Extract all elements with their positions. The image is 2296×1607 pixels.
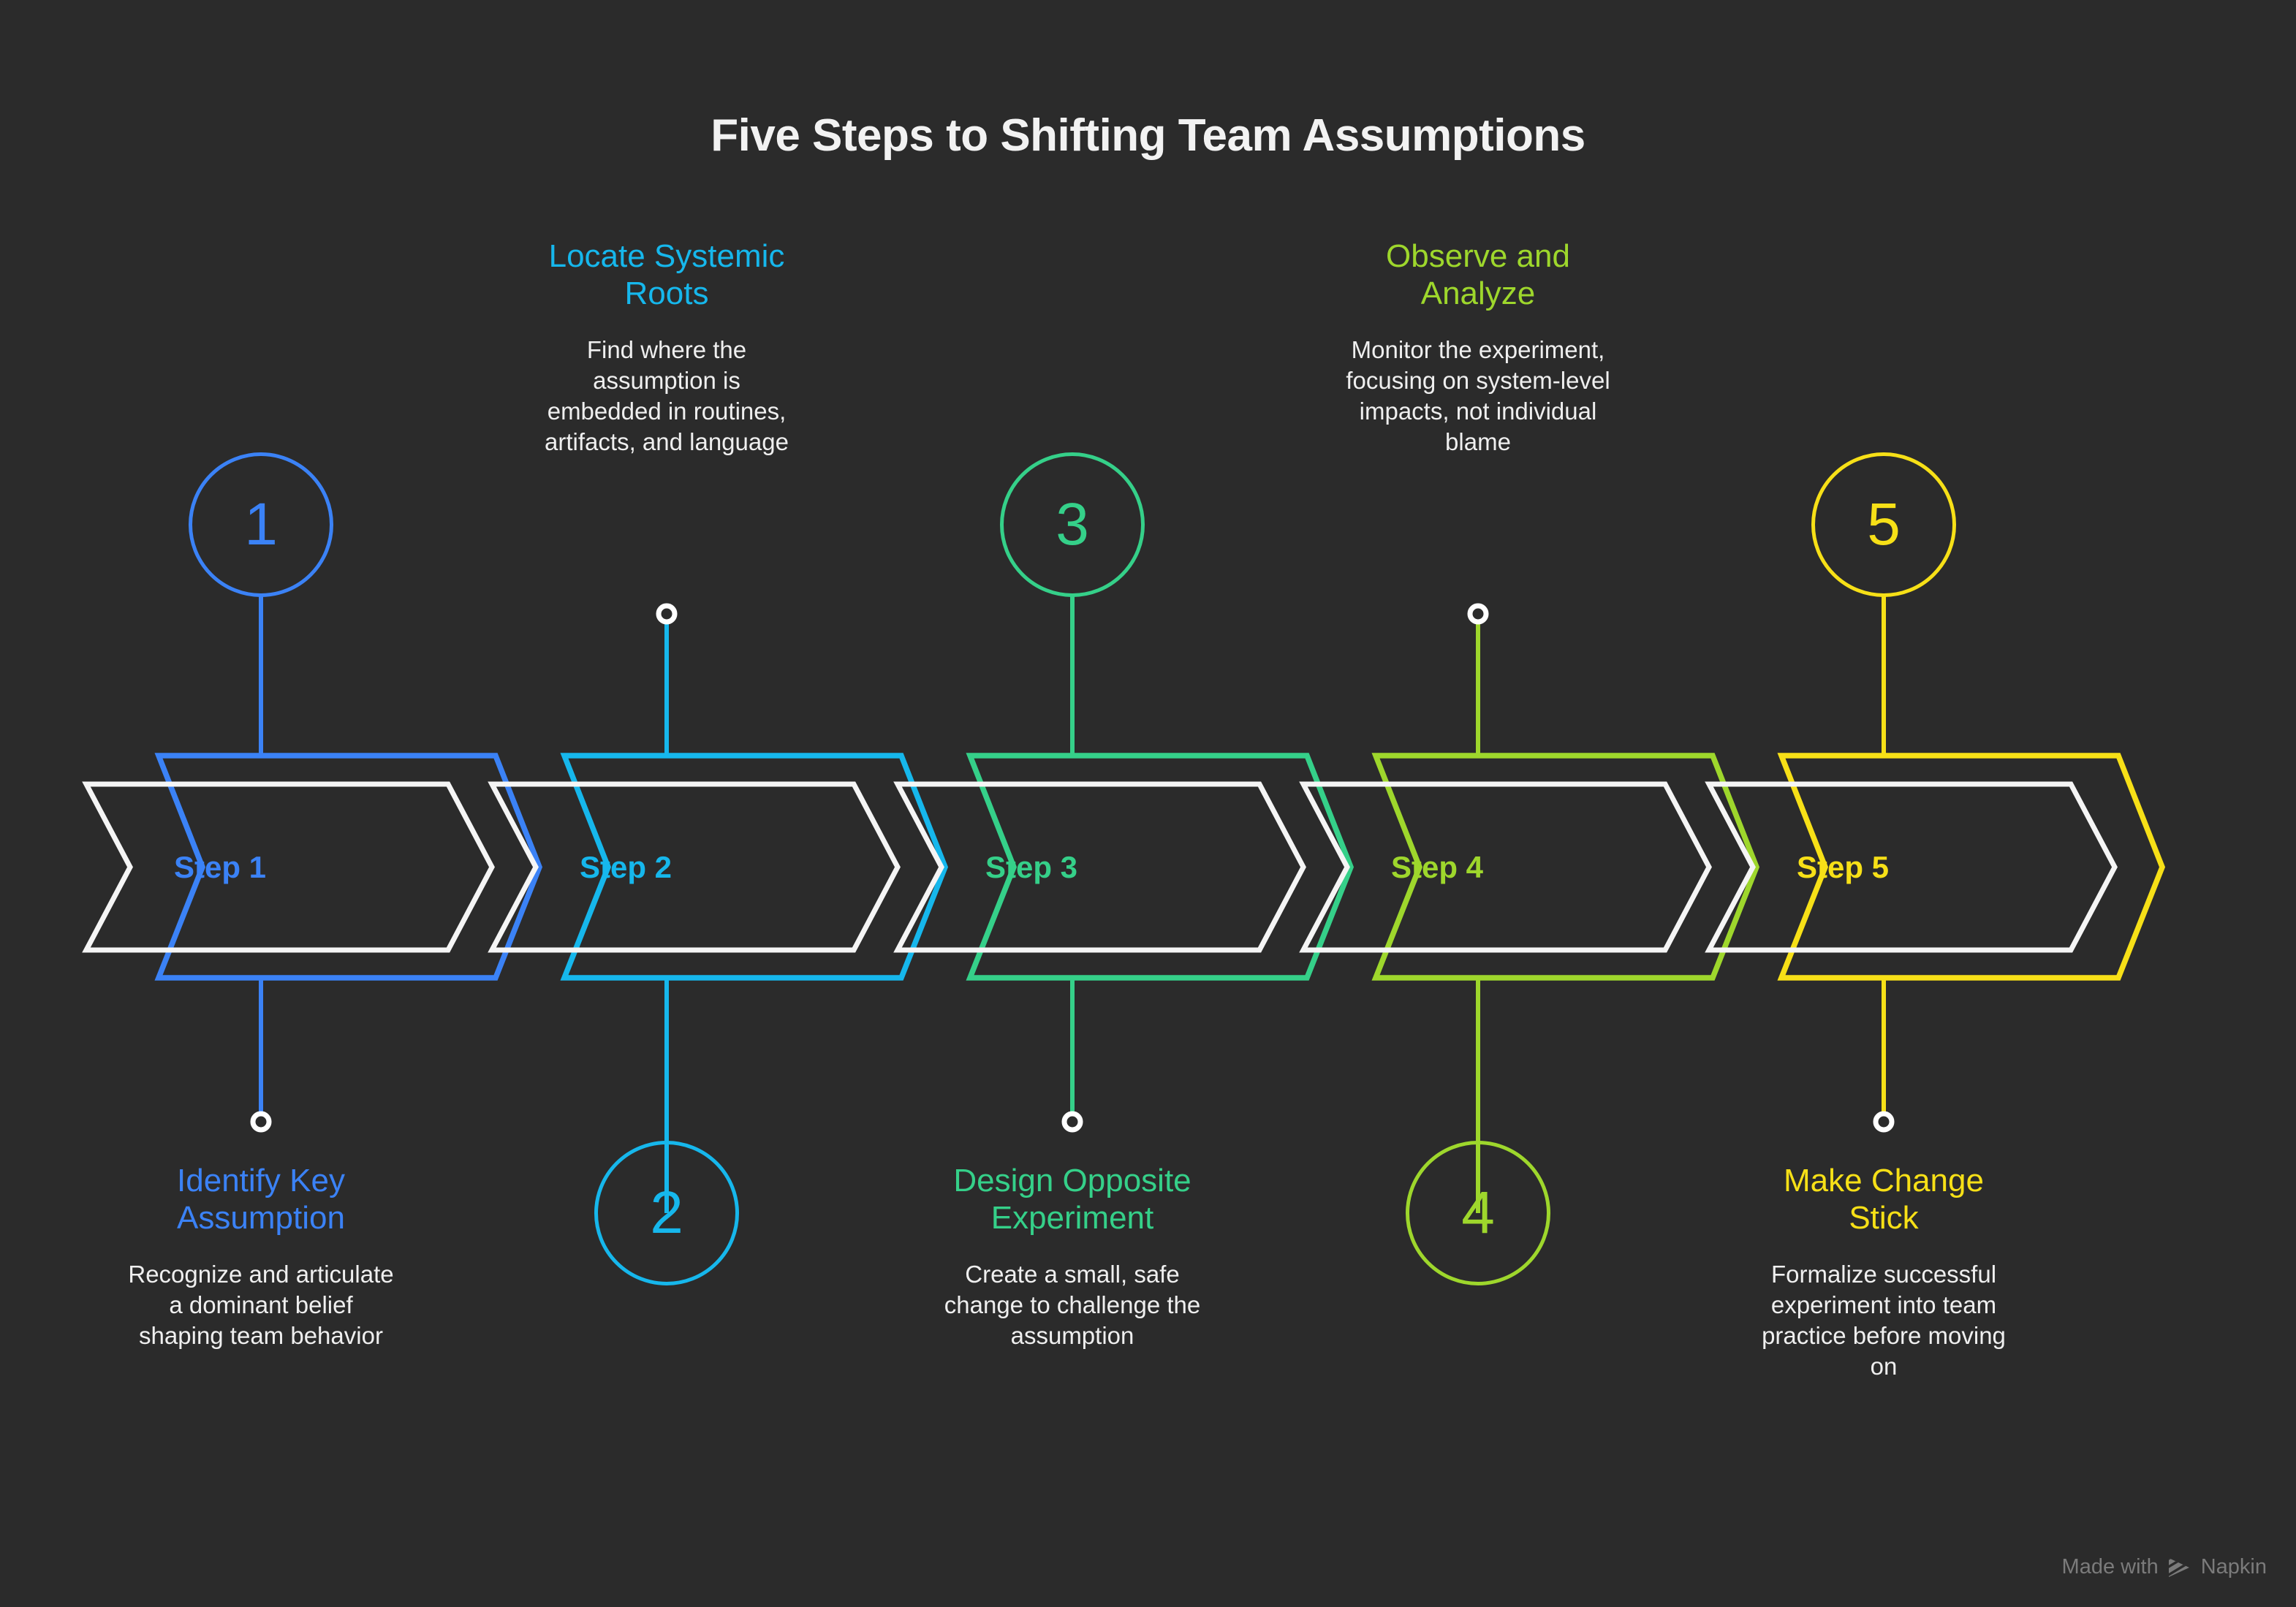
- step-band-label-3: Step 3: [985, 849, 1078, 884]
- step-number-circle-3: 3: [1000, 452, 1145, 597]
- colored-chevron-step-1: [154, 753, 543, 981]
- white-chevron-step-1: [82, 781, 495, 953]
- connector-dot-step-1: [250, 1111, 272, 1133]
- connector-lines-layer: [259, 596, 1886, 1213]
- step-number-2: 2: [650, 1179, 683, 1246]
- napkin-watermark: Made with Napkin: [2062, 1555, 2267, 1579]
- napkin-triangle-icon: [2167, 1557, 2192, 1578]
- step-heading-4: Observe and Analyze: [1386, 238, 1570, 312]
- step-body-5: Formalize successful experiment into tea…: [1762, 1260, 2006, 1380]
- step-band-label-4: Step 4: [1391, 849, 1484, 884]
- colored-chevron-step-4: [1371, 753, 1760, 981]
- step-number-3: 3: [1056, 491, 1089, 558]
- step-band-label-5: Step 5: [1797, 849, 1890, 884]
- step-body-3: Create a small, safe change to challenge…: [944, 1260, 1201, 1349]
- watermark-prefix: Made with: [2061, 1555, 2159, 1578]
- step-heading-1: Identify Key Assumption: [177, 1163, 345, 1236]
- step-number-circle-1: 1: [189, 452, 333, 597]
- step-band-label-1: Step 1: [174, 849, 267, 884]
- step-heading-5: Make Change Stick: [1784, 1163, 1984, 1236]
- step-heading-3: Design Opposite Experiment: [953, 1163, 1191, 1236]
- white-chevron-step-3: [893, 781, 1306, 953]
- connector-dot-step-5: [1873, 1111, 1895, 1133]
- step-heading-2: Locate Systemic Roots: [548, 238, 785, 312]
- white-chevron-step-5: [1705, 781, 2118, 953]
- page-title: Five Steps to Shifting Team Assumptions: [711, 110, 1585, 161]
- step-number-5: 5: [1867, 491, 1901, 558]
- step-body-4: Monitor the experiment, focusing on syst…: [1346, 335, 1610, 455]
- step-number-circle-2: 2: [594, 1141, 739, 1285]
- step-band-label-2: Step 2: [580, 849, 672, 884]
- step-body-2: Find where the assumption is embedded in…: [545, 335, 789, 455]
- step-number-circle-4: 4: [1406, 1141, 1550, 1285]
- step-number-4: 4: [1461, 1179, 1495, 1246]
- step-number-1: 1: [244, 491, 278, 558]
- connector-dot-step-4: [1467, 603, 1489, 625]
- watermark-brand: Napkin: [2200, 1555, 2267, 1578]
- white-chevron-step-2: [488, 781, 901, 953]
- connector-dot-step-3: [1061, 1111, 1083, 1133]
- white-chevron-step-4: [1299, 781, 1712, 953]
- connector-dot-step-2: [656, 603, 678, 625]
- step-body-1: Recognize and articulate a dominant beli…: [128, 1260, 394, 1349]
- colored-chevron-step-5: [1777, 753, 2166, 981]
- connector-dots-layer: [250, 603, 1895, 1133]
- colored-chevron-step-2: [560, 753, 949, 981]
- colored-chevrons-layer: [154, 753, 2166, 981]
- colored-chevron-step-3: [966, 753, 1355, 981]
- step-number-circle-5: 5: [1811, 452, 1956, 597]
- white-chevrons-layer: [82, 781, 2118, 953]
